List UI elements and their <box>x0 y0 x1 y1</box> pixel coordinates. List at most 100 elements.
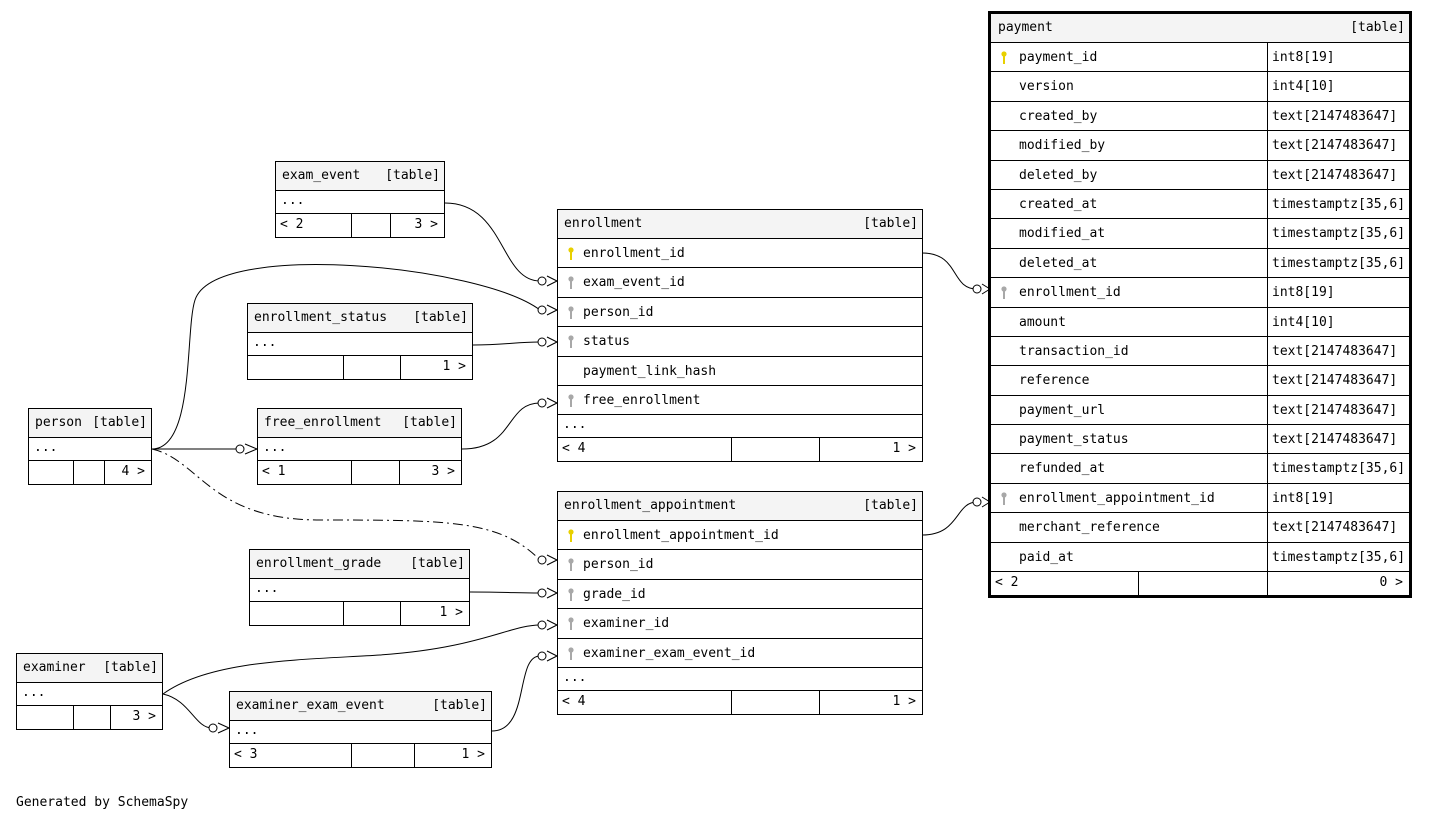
more-columns: ... <box>248 333 472 356</box>
link-exam-event-enrollment <box>444 202 541 282</box>
column-type: text[2147483647] <box>1267 513 1397 542</box>
link-person-enrollment <box>151 264 541 450</box>
children-count[interactable]: 3 > <box>110 706 162 729</box>
column-name: refunded_at <box>1019 461 1106 477</box>
column-row[interactable]: enrollment_appointment_id <box>558 521 922 551</box>
table-enrollment-status[interactable]: enrollment_status[table] ... 1 > <box>247 303 473 380</box>
column-type: timestamptz[35,6] <box>1267 189 1405 219</box>
parents-count[interactable] <box>250 602 343 625</box>
column-row[interactable]: person_id <box>558 298 922 328</box>
more-columns: ... <box>17 683 162 706</box>
column-row[interactable]: grade_id <box>558 580 922 610</box>
column-row[interactable]: transaction_id text[2147483647] <box>991 336 1409 367</box>
table-header: exam_event[table] <box>276 162 444 191</box>
column-row[interactable]: enrollment_id <box>558 239 922 269</box>
column-name: created_at <box>1019 196 1098 212</box>
table-person[interactable]: person[table] ... 4 > <box>28 408 152 485</box>
column-row[interactable]: payment_link_hash <box>558 357 922 386</box>
column-row[interactable]: payment_status text[2147483647] <box>991 425 1409 455</box>
parents-count[interactable]: < 3 <box>234 747 258 762</box>
table-header: payment[table] <box>991 14 1409 43</box>
table-exam-event[interactable]: exam_event[table] ... < 2 3 > <box>275 161 445 238</box>
foreign-key-icon <box>568 276 574 290</box>
table-free-enrollment[interactable]: free_enrollment[table] ... < 1 3 > <box>257 408 462 485</box>
column-name: deleted_by <box>1019 167 1098 183</box>
children-count[interactable]: 1 > <box>819 438 922 462</box>
column-name: payment_id <box>1019 50 1098 65</box>
column-name: transaction_id <box>1019 343 1129 359</box>
column-type: int4[10] <box>1267 307 1335 336</box>
children-count[interactable]: 4 > <box>104 461 151 484</box>
children-count[interactable]: 1 > <box>414 744 491 767</box>
children-count[interactable]: 3 > <box>390 214 444 237</box>
table-footer: < 4 1 > <box>558 438 922 462</box>
table-footer: < 2 3 > <box>276 214 444 237</box>
parents-count[interactable]: < 2 <box>995 575 1019 591</box>
column-type: text[2147483647] <box>1267 101 1397 131</box>
column-type: text[2147483647] <box>1267 336 1397 366</box>
foreign-key-icon <box>1001 492 1007 505</box>
credit-text: Generated by SchemaSpy <box>16 795 189 810</box>
column-row[interactable]: deleted_by text[2147483647] <box>991 160 1409 190</box>
children-count[interactable]: 1 > <box>819 690 922 714</box>
column-row[interactable]: status <box>558 327 922 357</box>
primary-key-icon <box>568 529 574 542</box>
link-person-appointment <box>151 448 541 561</box>
table-enrollment-appointment[interactable]: enrollment_appointment[table] enrollment… <box>557 491 923 715</box>
children-count[interactable]: 0 > <box>1267 572 1409 596</box>
parents-count[interactable] <box>17 706 73 729</box>
link-examiner-examiner-event <box>162 693 213 729</box>
column-row[interactable]: person_id <box>558 550 922 580</box>
table-header: examiner_exam_event[table] <box>230 692 491 721</box>
foreign-key-icon <box>568 558 574 572</box>
parents-count[interactable] <box>29 461 73 484</box>
table-enrollment-grade[interactable]: enrollment_grade[table] ... 1 > <box>249 549 470 626</box>
column-type: text[2147483647] <box>1267 425 1397 454</box>
parents-count[interactable]: < 1 <box>262 464 286 479</box>
children-count[interactable]: 3 > <box>399 461 461 484</box>
table-header: enrollment_status[table] <box>248 304 472 333</box>
column-row[interactable]: free_enrollment <box>558 386 922 416</box>
table-examiner[interactable]: examiner[table] ... 3 > <box>16 653 163 730</box>
children-count[interactable]: 1 > <box>400 602 469 625</box>
column-type: timestamptz[35,6] <box>1267 219 1405 248</box>
column-name: payment_status <box>1019 432 1129 448</box>
table-header: enrollment_grade[table] <box>250 550 469 579</box>
foreign-key-icon <box>568 588 574 601</box>
column-row[interactable]: examiner_exam_event_id <box>558 639 922 668</box>
column-name: enrollment_id <box>1019 285 1121 301</box>
table-footer: < 3 1 > <box>230 744 491 767</box>
foreign-key-icon <box>568 617 574 631</box>
parents-count[interactable] <box>248 356 343 379</box>
foreign-key-icon <box>568 394 574 407</box>
column-type: text[2147483647] <box>1267 366 1397 395</box>
parents-count[interactable]: < 2 <box>280 217 304 232</box>
parents-count[interactable]: < 4 <box>562 693 586 709</box>
table-footer: < 2 0 > <box>991 572 1409 596</box>
column-type: int4[10] <box>1267 72 1335 101</box>
column-row[interactable]: created_at timestamptz[35,6] <box>991 189 1409 220</box>
column-type: text[2147483647] <box>1267 160 1397 189</box>
table-examiner-exam-event[interactable]: examiner_exam_event[table] ... < 3 1 > <box>229 691 492 768</box>
column-row[interactable]: examiner_id <box>558 609 922 639</box>
table-enrollment[interactable]: enrollment[table] enrollment_id exam_eve… <box>557 209 923 463</box>
column-row[interactable]: exam_event_id <box>558 268 922 298</box>
parents-count[interactable]: < 4 <box>562 441 586 457</box>
children-count[interactable]: 1 > <box>400 356 472 379</box>
